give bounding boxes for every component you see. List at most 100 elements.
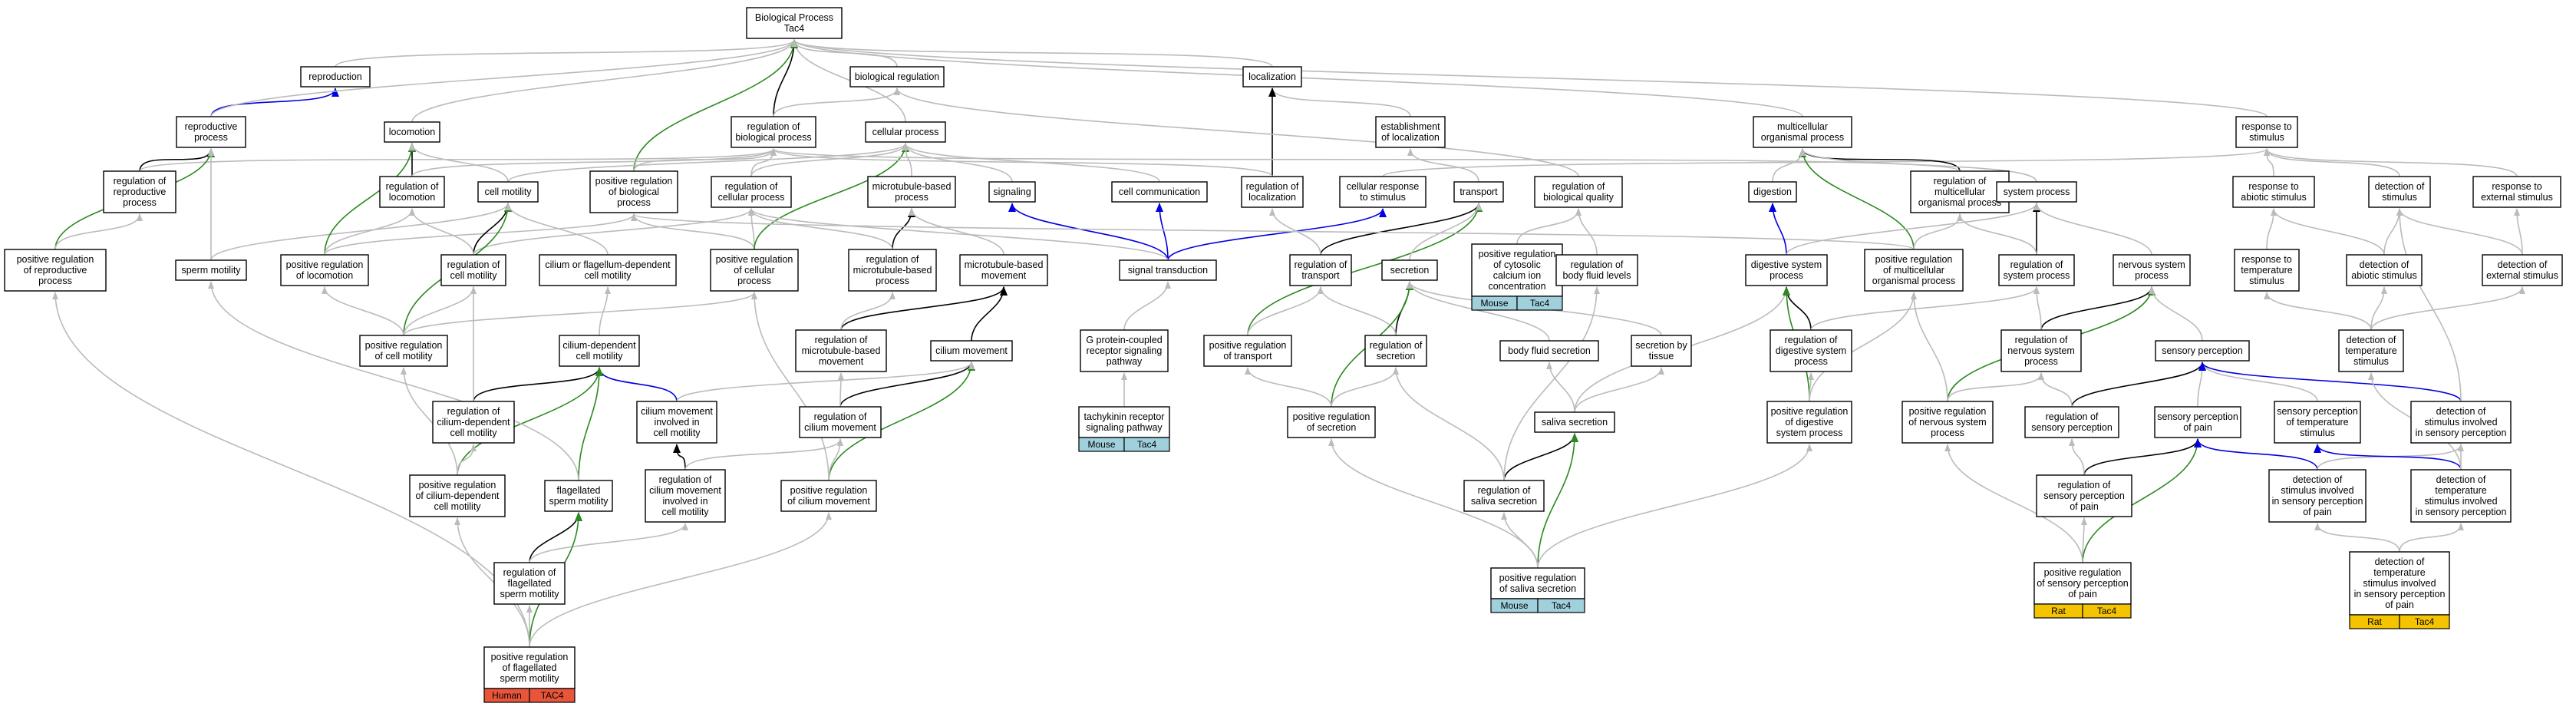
node-box: [2346, 254, 2423, 286]
go-term-node-spermmot[interactable]: sperm motility: [175, 259, 247, 281]
go-term-node-sysproc[interactable]: system process: [1996, 181, 2077, 203]
go-term-node-signaling[interactable]: signaling: [988, 181, 1036, 203]
go-term-node-cellp[interactable]: cellular process: [865, 121, 946, 143]
node-label-line: cilium movement: [649, 485, 721, 496]
go-term-node-locom[interactable]: locomotion: [384, 121, 440, 143]
go-term-node-secretion[interactable]: secretion: [1381, 259, 1438, 281]
gene-cell: [1537, 598, 1585, 613]
go-term-node-salivasec[interactable]: saliva secretion: [1534, 411, 1615, 433]
node-label-line: stimulus involved: [2363, 578, 2436, 589]
node-label-line: of locomotion: [296, 270, 353, 281]
node-label-line: temperature: [2373, 567, 2425, 578]
go-term-node-transport[interactable]: transport: [1453, 181, 1504, 203]
node-label-line: receptor signaling: [1087, 345, 1163, 356]
go-term-node-repro[interactable]: reproduction: [300, 66, 371, 88]
node-box: [1119, 259, 1217, 281]
go-term-node-bfs[interactable]: body fluid secretion: [1499, 340, 1599, 362]
node-label-line: G protein-coupled: [1086, 335, 1162, 345]
node-label-line: regulation of: [1785, 335, 1838, 345]
go-term-node-sensperc[interactable]: sensory perception: [2155, 340, 2250, 362]
node-label-line: regulation of: [1246, 181, 1299, 192]
edge-is-a: [1799, 148, 2037, 183]
go-term-node-breg[interactable]: biological regulation: [849, 66, 945, 88]
go-term-node-cilmov[interactable]: cilium movement: [930, 340, 1013, 362]
go-term-node-cellmot[interactable]: cell motility: [477, 181, 539, 203]
go-term-node-loc[interactable]: localization: [1242, 66, 1302, 88]
go-term-node-cellcomm[interactable]: cell communication: [1111, 181, 1208, 203]
go-term-node-sigtrans[interactable]: signal transduction: [1119, 259, 1217, 281]
go-term-node-digestion[interactable]: digestion: [1748, 181, 1797, 203]
node-label-line: process: [1931, 428, 1964, 438]
